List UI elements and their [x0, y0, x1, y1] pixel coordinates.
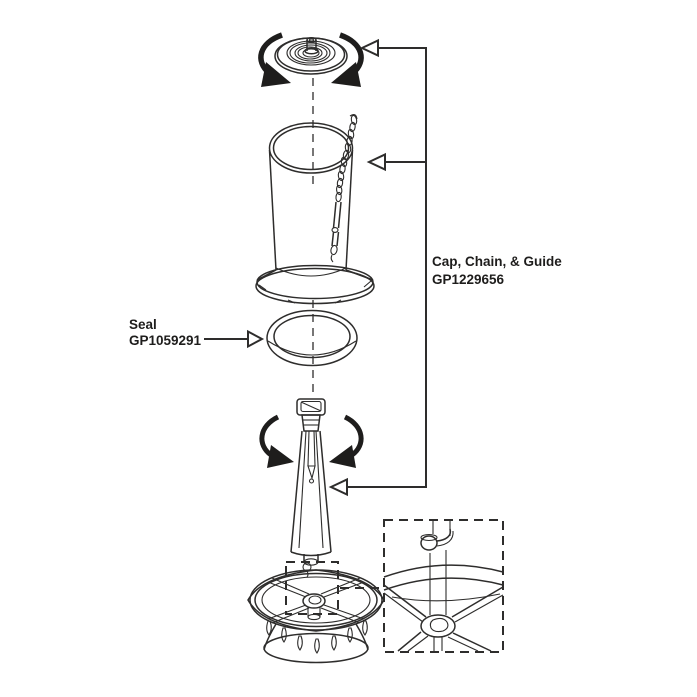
rotate-arrow-icon [331, 32, 364, 87]
cap-chain-guide-callout: Cap, Chain, & Guide GP1229656 [432, 254, 562, 287]
stem-guide-drawing [290, 398, 332, 578]
detail-inset [383, 519, 504, 653]
detail-source-box [285, 561, 339, 615]
base-drawing [247, 569, 385, 664]
cap-chain-guide-label-title: Cap, Chain, & Guide [432, 254, 562, 269]
rotate-arrow-icon [259, 414, 294, 468]
rotate-arrow-icon [329, 414, 364, 468]
seal-label-title: Seal [129, 317, 157, 332]
cap-chain-guide-label-part-number: GP1229656 [432, 272, 505, 287]
chain-drawing [330, 114, 358, 263]
seal-ring-drawing [266, 309, 358, 367]
arrowhead-icon [366, 152, 386, 172]
arrowhead-icon [247, 329, 265, 349]
arrowhead-icon [328, 477, 348, 497]
rotate-arrow-icon [258, 32, 291, 87]
seal-label-part-number: GP1059291 [129, 333, 202, 348]
arrowhead-icon [359, 38, 379, 58]
cap-drawing [274, 36, 348, 75]
callout-bracket [328, 38, 427, 497]
seal-callout: Seal GP1059291 [129, 317, 265, 349]
canister-drawing [255, 122, 375, 305]
